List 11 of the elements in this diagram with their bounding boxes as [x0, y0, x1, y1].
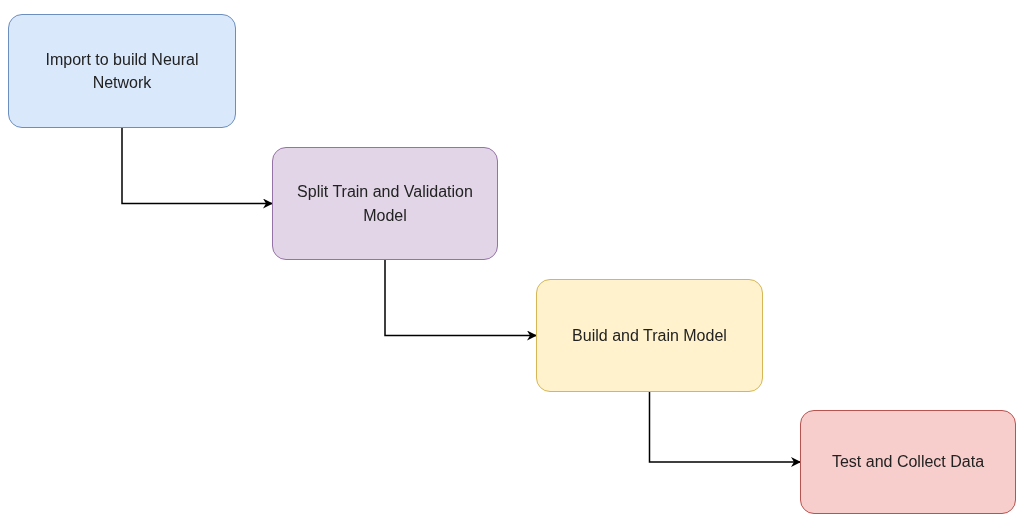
process-box [800, 410, 1016, 514]
box-label: Import to build Neural Network [44, 49, 200, 93]
process-box [272, 147, 498, 260]
box-label: Build and Train Model [572, 325, 727, 346]
process-box [536, 279, 763, 392]
box-label: Test and Collect Data [831, 452, 985, 473]
arrow [384, 259, 537, 341]
arrow [648, 391, 801, 467]
arrow [121, 127, 273, 209]
process-box [8, 14, 236, 128]
box-label: Split Train and Validation Model [296, 182, 474, 226]
